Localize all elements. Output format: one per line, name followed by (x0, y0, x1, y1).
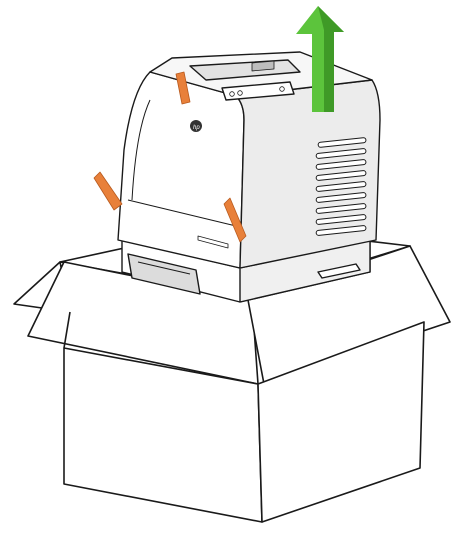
box-right-face (257, 321, 425, 523)
cardboard-box (13, 224, 451, 523)
printer-front (117, 71, 245, 269)
up-arrow-icon (296, 6, 344, 112)
control-button-3 (279, 86, 285, 92)
tape-left (93, 171, 123, 211)
tape-top (175, 71, 191, 105)
vent-grille (315, 137, 367, 236)
printer-label-plate (197, 235, 229, 249)
svg-text:hp: hp (193, 125, 200, 131)
tape-strip-icon (93, 71, 247, 243)
printer: hp (93, 51, 381, 303)
box-fold-line (63, 311, 71, 349)
hp-logo-icon: hp (190, 120, 202, 132)
tape-right (223, 197, 247, 243)
control-button-1 (229, 91, 235, 97)
control-button-2 (237, 90, 243, 96)
control-display (251, 60, 275, 72)
